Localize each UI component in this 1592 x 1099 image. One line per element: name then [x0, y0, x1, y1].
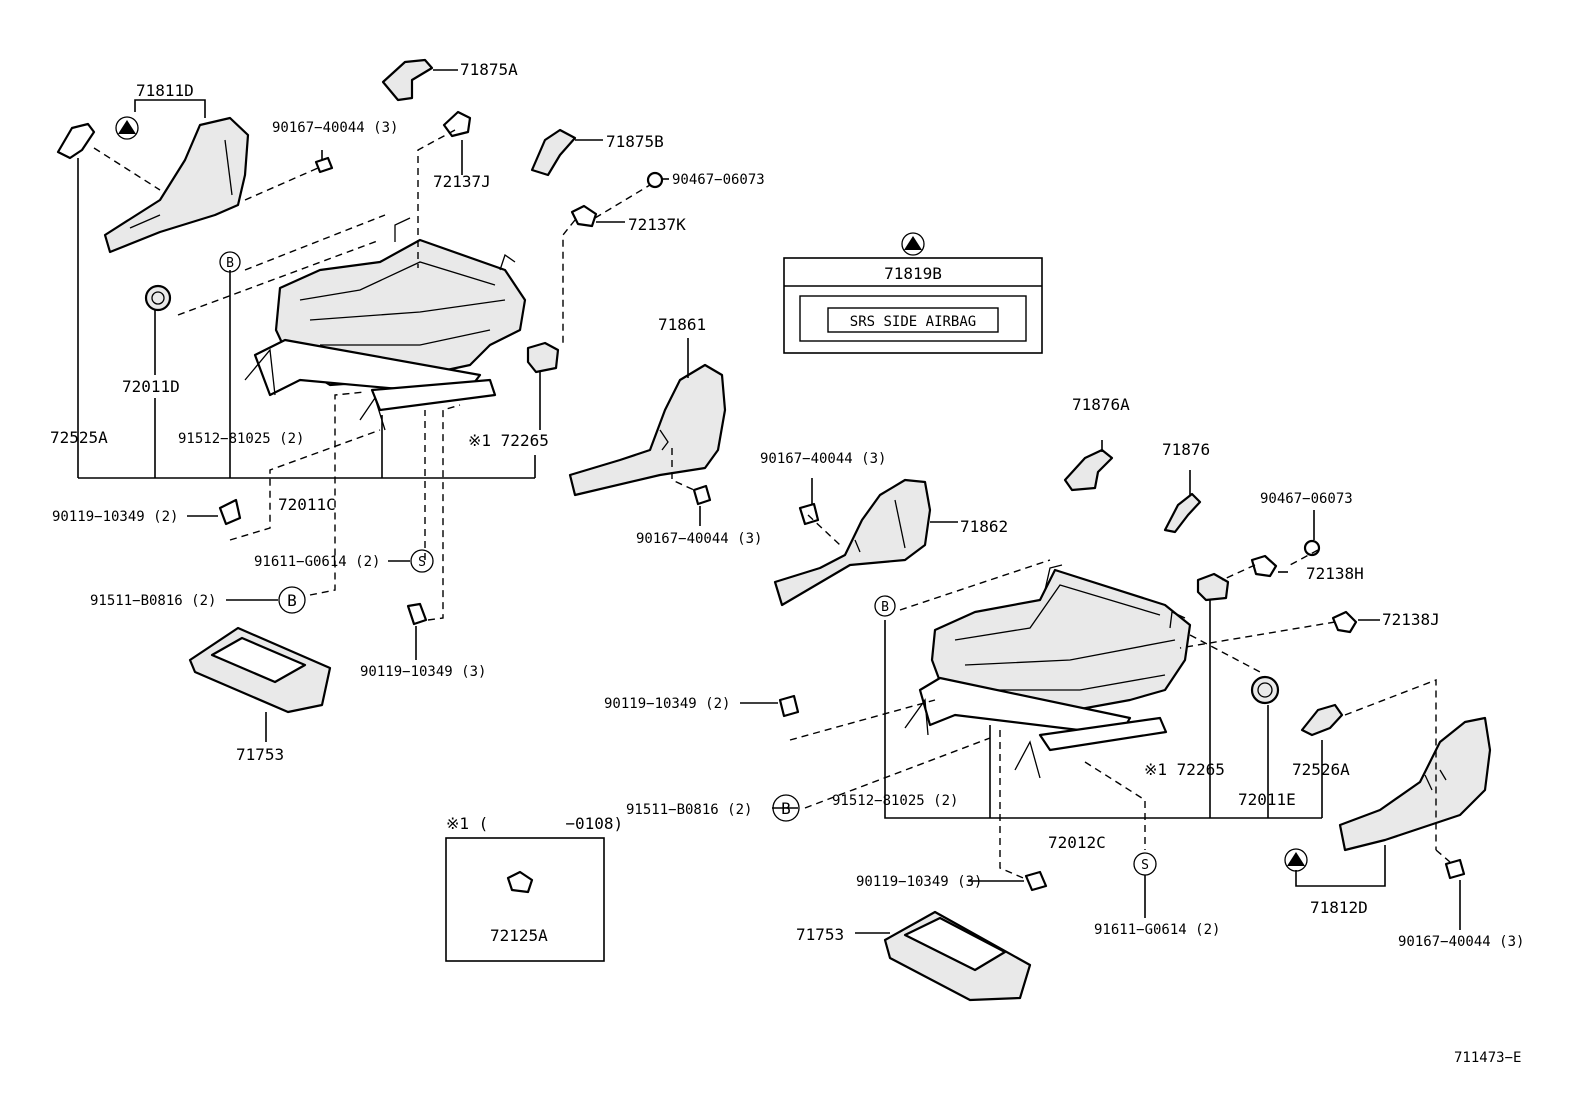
- s-symbol-text: S: [1141, 858, 1149, 873]
- label-72265-right: ※1 72265: [1144, 760, 1225, 779]
- label-72526A: 72526A: [1292, 760, 1350, 779]
- airbag-part-number: 71819B: [884, 264, 942, 283]
- part-90167-bolt-top: [314, 156, 334, 174]
- label-72125A: 72125A: [490, 926, 548, 945]
- label-72011C: 72011C: [278, 495, 336, 514]
- label-90119-right: 90119−10349 (2): [604, 696, 730, 712]
- part-71876A-cover: [1063, 448, 1114, 492]
- label-72138J: 72138J: [1382, 610, 1440, 629]
- part-72138J-clip: [1331, 610, 1358, 634]
- airbag-label-box: [783, 232, 1043, 354]
- center-parts: [445, 232, 1043, 962]
- label-72011E: 72011E: [1238, 790, 1296, 809]
- part-72137J-clip: [442, 110, 472, 138]
- part-90119-bolt-left3: [406, 602, 428, 626]
- part-71862-shield: [773, 478, 932, 607]
- note-box: [445, 837, 605, 962]
- label-71875B: 71875B: [606, 132, 664, 151]
- part-72265-connector-left: [526, 341, 560, 374]
- b-circle-symbol: [219, 251, 241, 273]
- label-71812D: 71812D: [1310, 898, 1368, 917]
- part-71753-cover-right: [883, 910, 1032, 1002]
- part-72011D-spring: [144, 284, 172, 312]
- part-72265-connector-right: [1196, 572, 1230, 602]
- label-71876A: 71876A: [1072, 395, 1130, 414]
- part-72525A-clip: [56, 122, 96, 160]
- label-91511-left: 91511−B0816 (2): [90, 593, 216, 609]
- part-71753-cover-left: [188, 626, 332, 714]
- left-seat-frame: [244, 217, 527, 431]
- part-90167-bolt-right-mid: [798, 502, 820, 526]
- label-90467-top: 90467−06073: [672, 172, 765, 188]
- part-71861-shield: [568, 363, 727, 497]
- label-72525A: 72525A: [50, 428, 108, 447]
- label-90167-mid2: 90167−40044 (3): [636, 531, 762, 547]
- left-seat-assembly: [56, 58, 669, 742]
- label-90167-top: 90167−40044 (3): [272, 120, 398, 136]
- label-90167-mid: 90167−40044 (3): [760, 451, 886, 467]
- figure-code: 711473−E: [1454, 1050, 1521, 1066]
- label-90119-left: 90119−10349 (2): [52, 509, 178, 525]
- label-91511-right: 91511−B0816 (2): [626, 802, 752, 818]
- s-symbol-text: S: [418, 555, 426, 570]
- right-seat-frame: [904, 564, 1192, 779]
- part-71875B-cover: [530, 128, 577, 177]
- s-circle-symbol: [1133, 852, 1157, 876]
- part-71811D-shield: [103, 116, 250, 254]
- label-91611-left: 91611−G0614 (2): [254, 554, 380, 570]
- label-72137J: 72137J: [433, 172, 491, 191]
- part-72125A-clip: [506, 870, 534, 894]
- part-90119-bolt-right3: [1024, 870, 1048, 892]
- b-symbol-text: B: [287, 591, 297, 610]
- b-symbol-text: B: [781, 799, 791, 818]
- b-circle-symbol: [278, 586, 306, 614]
- label-91512-left: 91512−81025 (2): [178, 431, 304, 447]
- part-72137K-clip: [570, 204, 598, 228]
- label-72138H: 72138H: [1306, 564, 1364, 583]
- part-90167-bolt-mid: [692, 484, 712, 506]
- part-71876-cover: [1163, 492, 1202, 534]
- label-72265-left: ※1 72265: [468, 431, 549, 450]
- label-71862: 71862: [960, 517, 1008, 536]
- label-90119-left3: 90119−10349 (3): [360, 664, 486, 680]
- label-90119-right3: 90119−10349 (3): [856, 874, 982, 890]
- label-72137K: 72137K: [628, 215, 686, 234]
- part-71875A-cover: [381, 58, 434, 102]
- label-90167-right: 90167−40044 (3): [1398, 934, 1524, 950]
- label-72011D: 72011D: [122, 377, 180, 396]
- label-71753-right: 71753: [796, 925, 844, 944]
- b-symbol-text: B: [881, 600, 889, 615]
- label-71875A: 71875A: [460, 60, 518, 79]
- b-symbol-text: B: [226, 256, 234, 271]
- part-90467-nut-top: [646, 171, 664, 189]
- part-90119-bolt-left: [218, 498, 242, 526]
- label-91512-right: 91512−81025 (2): [832, 793, 958, 809]
- triangle-icon: [1287, 852, 1305, 866]
- part-72526A-clip: [1300, 703, 1344, 737]
- part-90119-bolt-right: [778, 694, 800, 718]
- part-90167-bolt-right: [1444, 858, 1466, 880]
- b-circle-symbol: [874, 595, 896, 617]
- part-72011E-spring: [1250, 675, 1280, 705]
- label-71753-left: 71753: [236, 745, 284, 764]
- part-72138H-clip: [1250, 554, 1278, 578]
- note-box-header: ※1 ( −0108): [446, 814, 623, 833]
- callout-symbols: B B S B B S: [115, 116, 1308, 876]
- label-71861: 71861: [658, 315, 706, 334]
- part-labels: 71811D 71875A 90167−40044 (3) 72137J 718…: [50, 60, 1524, 1066]
- right-seat-assembly: [740, 440, 1492, 1002]
- triangle-icon: [904, 236, 922, 250]
- label-71811D: 71811D: [136, 81, 194, 100]
- label-91611-right: 91611−G0614 (2): [1094, 922, 1220, 938]
- s-circle-symbol: [410, 549, 434, 573]
- part-71812D-shield: [1338, 716, 1492, 852]
- label-71876: 71876: [1162, 440, 1210, 459]
- b-circle-symbol: [772, 794, 800, 822]
- label-90467-right: 90467−06073: [1260, 491, 1353, 507]
- triangle-icon: [118, 120, 136, 134]
- label-72012C: 72012C: [1048, 833, 1106, 852]
- airbag-label-text: SRS SIDE AIRBAG: [850, 314, 976, 330]
